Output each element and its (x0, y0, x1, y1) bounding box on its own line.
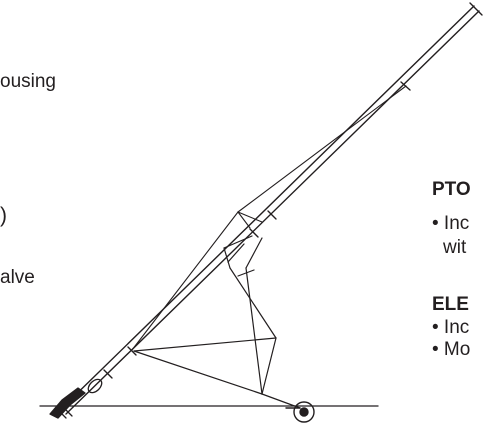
label-valve: alve (0, 267, 35, 288)
cable-truss (131, 85, 407, 351)
label-paren: ) (0, 204, 7, 227)
intake-hopper (49, 378, 103, 419)
heading-ele: ELE (432, 294, 469, 315)
label-housing: ousing (0, 71, 56, 92)
transport-wheel (285, 401, 315, 423)
heading-pto: PTO (432, 179, 471, 200)
lift-arms (133, 235, 301, 409)
pto-bullet-1: • Inc (432, 213, 470, 234)
ele-bullet-2: • Mo (432, 339, 471, 360)
ele-bullet-1: • Inc (432, 317, 470, 338)
auger-tube (57, 2, 483, 415)
pto-bullet-1-cont: wit (443, 237, 467, 258)
